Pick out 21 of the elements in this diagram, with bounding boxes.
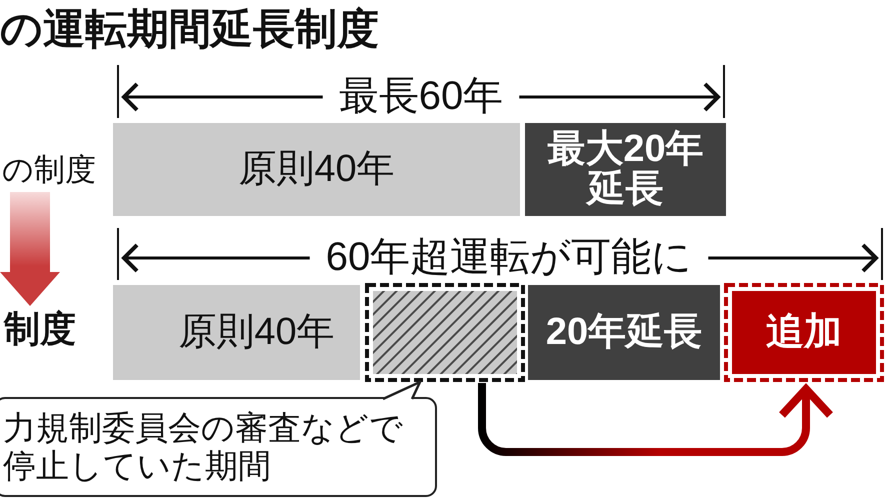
bar-label: 原則40年 <box>178 312 335 352</box>
bar-label: 原則40年 <box>238 150 395 190</box>
row-label: の制度 <box>0 150 106 190</box>
curved-arrow <box>478 383 834 456</box>
period-bar <box>113 123 520 216</box>
extension-bar <box>525 123 726 216</box>
hatched-bar <box>365 283 525 382</box>
extension-bar <box>528 285 720 380</box>
bar-label: 20年延長 <box>546 312 702 352</box>
callout-text: 力規制委員会の審査などで停止していた期間 <box>3 409 404 485</box>
bar-label: 最大20年延長 <box>546 130 705 210</box>
additional-period-bar <box>724 283 884 382</box>
block-arrow <box>0 192 60 306</box>
dimension-label: 最長60年 <box>338 74 504 118</box>
bar-label: 追加 <box>766 312 842 352</box>
diagram-title: の運転期間延長制度 <box>0 4 379 54</box>
period-bar <box>113 285 360 380</box>
dimension-label: 60年超運転が可能に <box>326 235 692 280</box>
callout-pointer <box>382 380 422 400</box>
callout-bubble <box>0 397 437 497</box>
row-label: 制度 <box>0 308 104 352</box>
